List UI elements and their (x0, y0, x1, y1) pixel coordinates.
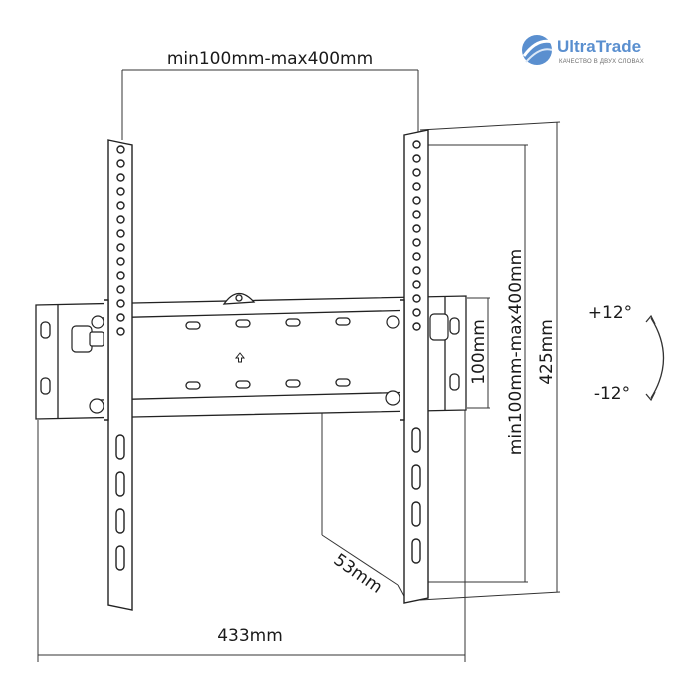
curved-double-arrow-icon (645, 314, 665, 402)
globe-swoosh-icon (522, 35, 553, 65)
vesa-vertical-label: min100mm-max400mm (506, 249, 526, 455)
right-arm (400, 129, 429, 604)
tilt-down-label: -12° (594, 384, 630, 404)
wall-plate (35, 292, 467, 420)
total-width-label: 433mm (217, 626, 283, 646)
rail-height-label: 100mm (469, 319, 489, 385)
depth-label: 53mm (330, 550, 386, 598)
tilt-up-label: +12° (588, 303, 632, 323)
brand-name: UltraTrade (557, 37, 641, 56)
left-arm (104, 139, 133, 611)
vesa-horizontal-label: min100mm-max400mm (167, 49, 373, 69)
up-arrow-icon (234, 352, 246, 363)
total-height-label: 425mm (537, 319, 557, 385)
dimension-lines (37, 69, 561, 662)
brand-logo: UltraTrade КАЧЕСТВО В ДВУХ СЛОВАХ (522, 35, 644, 65)
brand-tagline: КАЧЕСТВО В ДВУХ СЛОВАХ (559, 59, 644, 65)
